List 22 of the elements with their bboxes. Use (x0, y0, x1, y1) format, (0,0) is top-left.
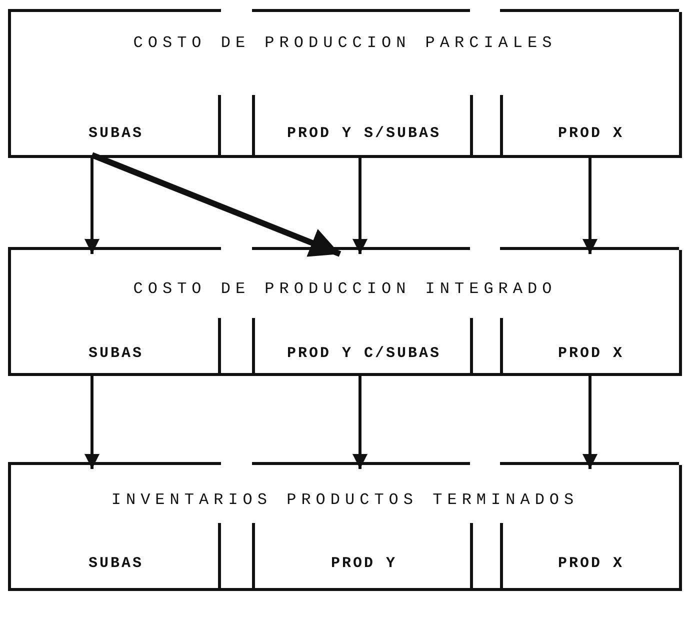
arrow (352, 155, 368, 254)
column-label: PROD Y C/SUBAS (286, 345, 442, 362)
section-frame (8, 12, 682, 158)
column-label: SUBAS (87, 345, 144, 362)
section-title: COSTO DE PRODUCCION INTEGRADO (132, 280, 558, 298)
section-frame (8, 465, 682, 591)
section-frame (8, 250, 682, 376)
column-label: PROD Y S/SUBAS (286, 125, 442, 142)
arrow (90, 152, 342, 257)
arrow (582, 373, 598, 469)
arrow (352, 373, 368, 469)
section-title: INVENTARIOS PRODUCTOS TERMINADOS (110, 491, 580, 509)
column-label: SUBAS (87, 555, 144, 572)
arrow (582, 155, 598, 254)
column-label: PROD Y (330, 555, 398, 572)
arrow (84, 155, 100, 254)
column-label: PROD X (556, 125, 625, 142)
section-title: COSTO DE PRODUCCION PARCIALES (132, 34, 558, 52)
column-label: PROD X (556, 555, 625, 572)
arrow (84, 373, 100, 469)
column-label: PROD X (556, 345, 625, 362)
column-label: SUBAS (87, 125, 144, 142)
